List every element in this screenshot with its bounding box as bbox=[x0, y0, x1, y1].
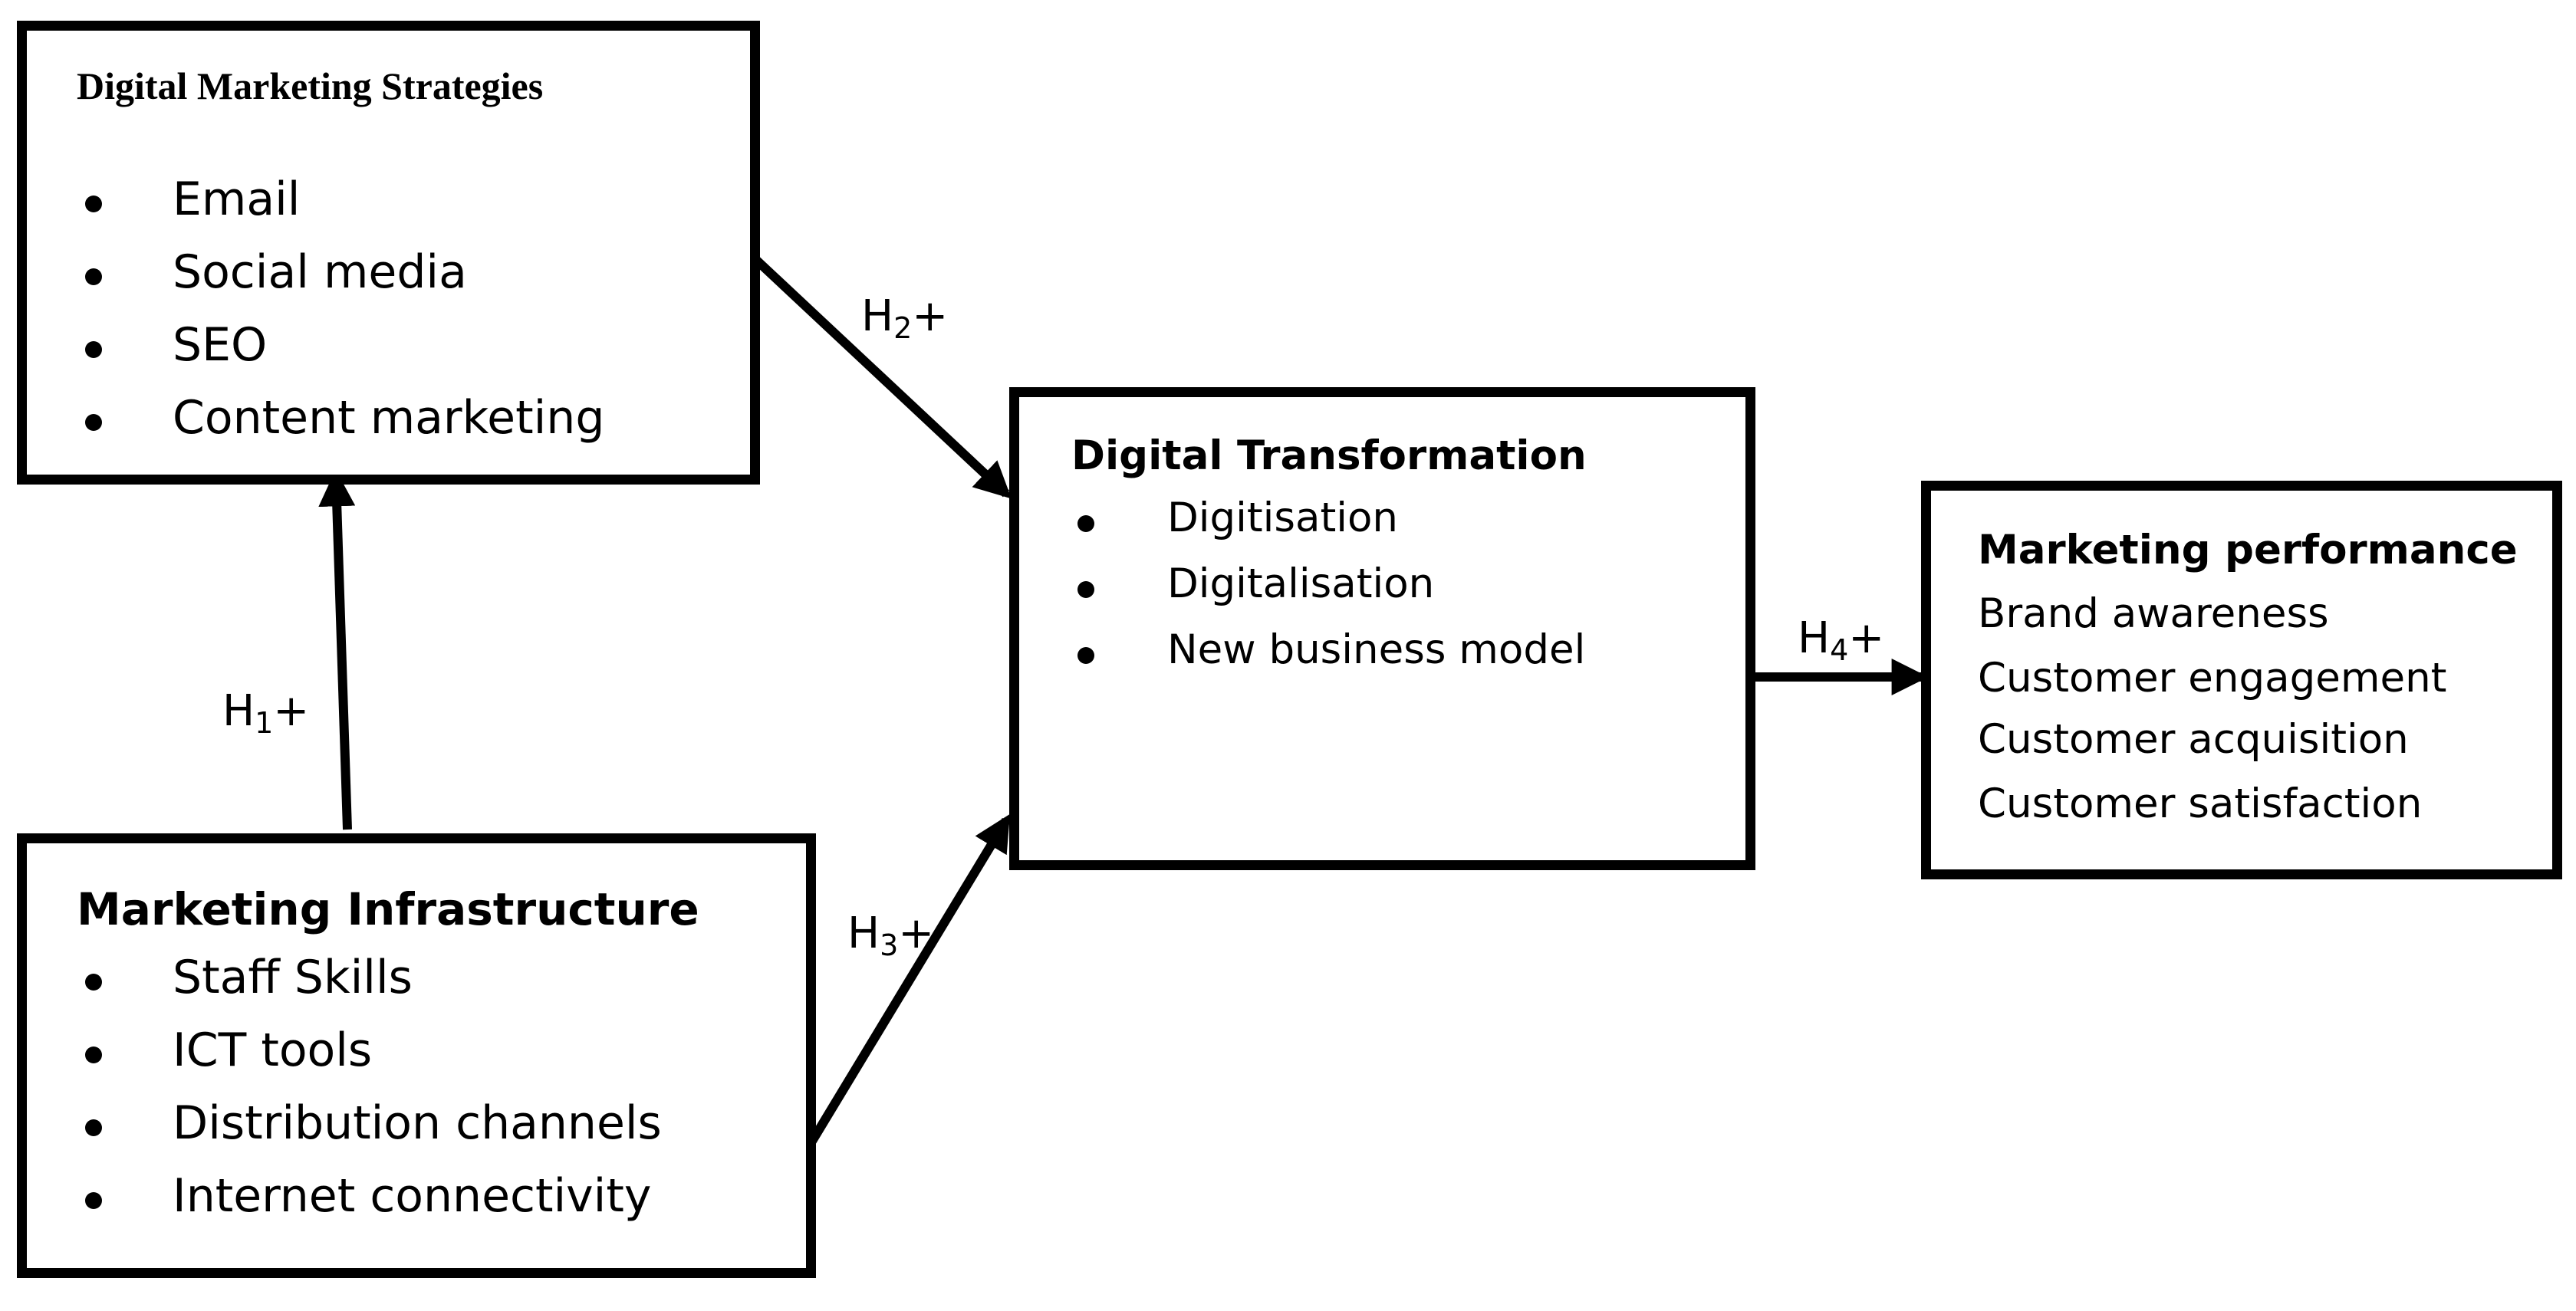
arrow-h3-infrastructure-to-transformation bbox=[804, 813, 1011, 1149]
hypothesis-index: 4 bbox=[1830, 633, 1849, 667]
infrastructure-box: Marketing Infrastructure Staff Skills IC… bbox=[17, 833, 816, 1278]
transformation-title: Digital Transformation bbox=[1071, 432, 1587, 479]
infrastructure-title: Marketing Infrastructure bbox=[77, 883, 699, 935]
bullet-icon bbox=[1077, 515, 1094, 532]
hypothesis-letter: H bbox=[1798, 613, 1831, 663]
list-item: Brand awareness bbox=[1978, 590, 2329, 637]
list-item-label: Internet connectivity bbox=[173, 1169, 652, 1223]
bullet-icon bbox=[85, 268, 102, 285]
hypothesis-h1-label: H1+ bbox=[222, 686, 309, 740]
list-item: Customer engagement bbox=[1978, 655, 2447, 702]
bullet-icon bbox=[85, 1192, 102, 1209]
hypothesis-h3-label: H3+ bbox=[847, 909, 934, 962]
hypothesis-index: 3 bbox=[880, 928, 899, 962]
transformation-box: Digital Transformation Digitisation Digi… bbox=[1009, 387, 1755, 870]
bullet-icon bbox=[1077, 647, 1094, 664]
strategies-box: Digital Marketing Strategies Email Socia… bbox=[17, 21, 760, 485]
bullet-icon bbox=[85, 1119, 102, 1136]
bullet-icon bbox=[85, 1046, 102, 1063]
bullet-icon bbox=[85, 196, 102, 212]
list-item-label: Social media bbox=[173, 245, 467, 299]
bullet-icon bbox=[85, 341, 102, 358]
list-item-label: ICT tools bbox=[173, 1024, 373, 1077]
arrow-h1-infrastructure-to-strategies bbox=[318, 469, 356, 830]
bullet-icon bbox=[85, 414, 102, 431]
bullet-icon bbox=[85, 974, 102, 991]
hypothesis-h2-label: H2+ bbox=[861, 291, 948, 345]
strategies-title: Digital Marketing Strategies bbox=[77, 64, 544, 107]
list-item: Customer acquisition bbox=[1978, 716, 2409, 763]
list-item: Customer satisfaction bbox=[1978, 780, 2423, 827]
arrow-h2-strategies-to-transformation bbox=[752, 255, 1012, 499]
hypothesis-h4-label: H4+ bbox=[1798, 613, 1884, 667]
list-item-label: New business model bbox=[1167, 626, 1586, 673]
hypothesis-sign: + bbox=[912, 291, 949, 341]
performance-box: Marketing performance Brand awareness Cu… bbox=[1921, 481, 2562, 879]
list-item-label: Digitalisation bbox=[1167, 560, 1435, 607]
hypothesis-index: 1 bbox=[255, 706, 274, 740]
list-item-label: Email bbox=[173, 172, 301, 226]
list-item-label: Distribution channels bbox=[173, 1096, 662, 1150]
performance-title: Marketing performance bbox=[1978, 527, 2518, 573]
hypothesis-index: 2 bbox=[893, 311, 913, 345]
hypothesis-letter: H bbox=[861, 291, 894, 341]
hypothesis-letter: H bbox=[222, 686, 255, 736]
hypothesis-sign: + bbox=[1848, 613, 1885, 663]
hypothesis-sign: + bbox=[273, 686, 310, 736]
hypothesis-letter: H bbox=[847, 909, 880, 958]
list-item-label: Staff Skills bbox=[173, 951, 413, 1004]
bullet-icon bbox=[1077, 581, 1094, 598]
list-item-label: Digitisation bbox=[1167, 495, 1399, 541]
list-item-label: SEO bbox=[173, 318, 268, 372]
list-item-label: Content marketing bbox=[173, 391, 605, 445]
hypothesis-sign: + bbox=[898, 909, 935, 958]
